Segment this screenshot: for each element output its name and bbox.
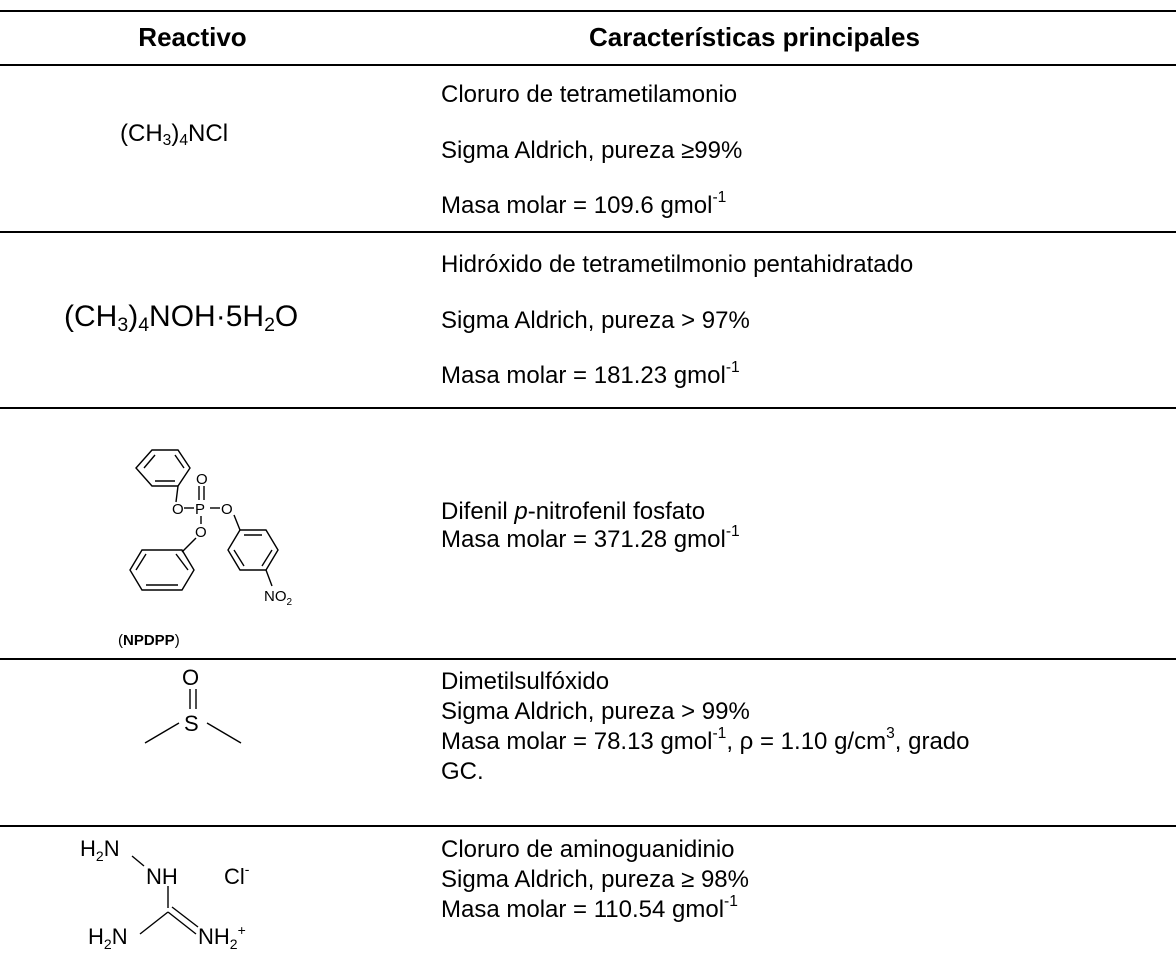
row-4-name: Dimetilsulfóxido bbox=[441, 668, 610, 695]
amino-h2n-top: H2N bbox=[80, 836, 120, 864]
row-1-formula: (CH3)4NCl bbox=[120, 120, 229, 149]
npdpp-oxo-oxygen: O bbox=[196, 471, 208, 488]
row-1-molar-mass: Masa molar = 109.6 gmol-1 bbox=[441, 189, 727, 219]
row-2-formula: (CH3)4NOH·5H2O bbox=[64, 300, 299, 336]
npdpp-left-oxygen: O bbox=[172, 501, 184, 518]
row-5-name: Cloruro de aminoguanidinio bbox=[441, 836, 735, 863]
header-features: Características principales bbox=[589, 22, 920, 52]
row-5-molar-mass: Masa molar = 110.54 gmol-1 bbox=[441, 893, 738, 923]
aminoguanidinium-structure: H2N NH Cl- H2N NH2+ bbox=[80, 836, 250, 952]
header-bottom-rule bbox=[0, 64, 1176, 66]
row-1-supplier: Sigma Aldrich, pureza ≥99% bbox=[441, 137, 743, 164]
row-2-bottom-rule bbox=[0, 407, 1176, 409]
row-3-molar-mass: Masa molar = 371.28 gmol-1 bbox=[441, 523, 740, 553]
amino-h2n-bottom: H2N bbox=[88, 924, 128, 952]
row-1-bottom-rule bbox=[0, 231, 1176, 233]
row-4-supplier: Sigma Aldrich, pureza > 99% bbox=[441, 698, 750, 725]
npdpp-lower-oxygen: O bbox=[195, 524, 207, 541]
row-4-grade: GC. bbox=[441, 758, 484, 785]
npdpp-structure: O O P O O NO2 bbox=[129, 449, 293, 608]
npdpp-label: (NPDPP) bbox=[118, 632, 180, 649]
row-5-supplier: Sigma Aldrich, pureza ≥ 98% bbox=[441, 866, 749, 893]
row-4-bottom-rule bbox=[0, 825, 1176, 827]
chloride-ion: Cl- bbox=[224, 861, 250, 889]
npdpp-nitro-group: NO2 bbox=[264, 588, 293, 608]
row-3-bottom-rule bbox=[0, 658, 1176, 660]
row-3-name: Difenil p-nitrofenil fosfato bbox=[441, 498, 706, 525]
row-4-properties: Masa molar = 78.13 gmol-1, ρ = 1.10 g/cm… bbox=[441, 725, 970, 755]
dmso-oxygen: O bbox=[182, 665, 199, 690]
row-1-name: Cloruro de tetrametilamonio bbox=[441, 81, 738, 108]
header-reagent: Reactivo bbox=[138, 22, 247, 52]
table-top-rule bbox=[0, 10, 1176, 12]
row-2-supplier: Sigma Aldrich, pureza > 97% bbox=[441, 307, 750, 334]
row-2-name: Hidróxido de tetrametilmonio pentahidrat… bbox=[441, 251, 914, 278]
dmso-structure: O S bbox=[144, 665, 242, 744]
amino-nh: NH bbox=[146, 864, 178, 889]
dmso-sulfur: S bbox=[184, 711, 199, 736]
npdpp-phosphorus: P bbox=[195, 501, 205, 518]
row-2-molar-mass: Masa molar = 181.23 gmol-1 bbox=[441, 359, 740, 389]
amino-nh2-plus: NH2+ bbox=[198, 922, 246, 952]
npdpp-right-oxygen: O bbox=[221, 501, 233, 518]
